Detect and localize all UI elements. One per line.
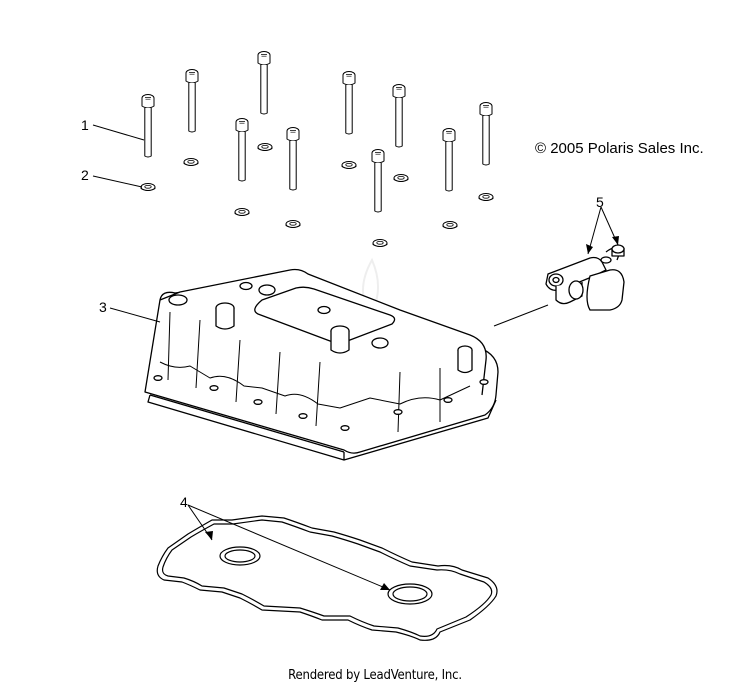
gasket — [156, 515, 498, 641]
footer-credit: Rendered by LeadVenture, Inc. — [288, 668, 462, 683]
washer — [372, 239, 388, 248]
washer — [183, 158, 199, 167]
washer — [442, 221, 458, 230]
bolt — [371, 149, 385, 213]
callout-1: 1 — [81, 117, 89, 133]
bolt — [479, 102, 493, 166]
copyright-text: © 2005 Polaris Sales Inc. — [535, 140, 704, 157]
bolt — [235, 118, 249, 182]
callout-5: 5 — [596, 194, 604, 210]
washer — [234, 208, 250, 217]
valve-cover — [144, 268, 499, 461]
arrowheads — [205, 236, 619, 590]
washer — [140, 183, 156, 192]
washer — [257, 143, 273, 152]
callout-4: 4 — [180, 494, 188, 510]
bolts-group — [141, 51, 493, 213]
bolt — [185, 69, 199, 133]
callout-3: 3 — [99, 299, 107, 315]
bolt — [342, 71, 356, 135]
sensor-leader — [493, 304, 549, 327]
bolt — [442, 128, 456, 192]
washer — [341, 161, 357, 170]
cam-sensor — [545, 244, 625, 311]
washer — [393, 174, 409, 183]
bolt — [257, 51, 271, 115]
bolt — [286, 127, 300, 191]
bolt — [392, 84, 406, 148]
leader-lines — [92, 124, 619, 591]
bolt — [141, 94, 155, 158]
washer — [285, 220, 301, 229]
washers-group — [140, 143, 494, 248]
callout-2: 2 — [81, 167, 89, 183]
washer — [478, 193, 494, 202]
